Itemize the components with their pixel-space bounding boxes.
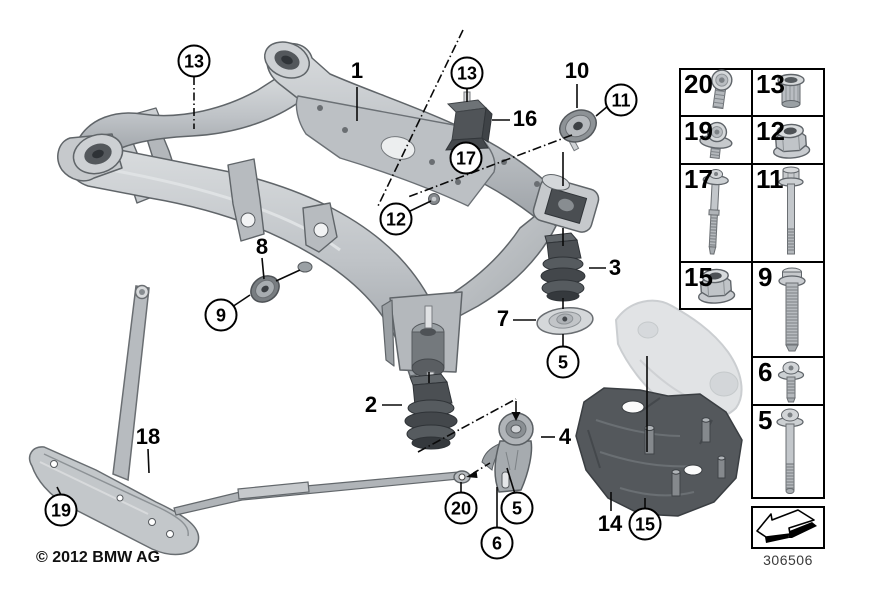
legend-cell-17-label: 17: [684, 164, 713, 194]
callout-5: 5: [500, 491, 534, 525]
bracket-4: [481, 412, 534, 493]
washer-bolt-short-icon: [777, 361, 805, 403]
rear-right-mount: [532, 174, 600, 233]
hex-bolt-long-icon: [778, 166, 804, 255]
callout-1: 1: [350, 58, 364, 83]
rivet-nut-icon: [777, 73, 805, 108]
legend-cell-13-label: 13: [756, 69, 785, 99]
torx-screw-washer-icon: [699, 121, 733, 159]
rear-left-mount: [263, 41, 311, 79]
frame-bracket-holes: [227, 158, 338, 253]
callout-6: 6: [480, 526, 514, 560]
callout-13: 13: [450, 56, 484, 90]
washer-bolt-long-icon: [776, 408, 804, 494]
bushing-8: [250, 275, 280, 303]
legend-cell-19-label: 19: [684, 116, 713, 146]
bellows-mount-3: [540, 232, 586, 302]
copyright-text: © 2012 BMW AG: [36, 549, 161, 566]
callout-14: 14: [597, 511, 623, 536]
callout-8: 8: [255, 234, 269, 259]
callout-12: 12: [379, 202, 413, 236]
leader-lines: [56, 29, 648, 528]
legend-cell-5-label: 5: [758, 405, 773, 435]
callout-11: 11: [604, 83, 638, 117]
flange-bolt-threaded-icon: [778, 267, 806, 352]
callout-10: 10: [564, 58, 590, 83]
callout-15: 15: [628, 507, 662, 541]
callout-19: 19: [44, 493, 78, 527]
callout-13: 13: [177, 44, 211, 78]
arrow-left-icon: [756, 509, 817, 543]
torx-screw-short-icon: [711, 69, 733, 110]
legend-cell-15-label: 15: [684, 262, 713, 292]
front-left-mount: [57, 133, 124, 182]
callout-18: 18: [135, 424, 161, 449]
callout-17: 17: [449, 141, 483, 175]
bellows-mount-2: [404, 371, 458, 450]
document-number: 306506: [763, 552, 813, 568]
legend-cell-12-label: 12: [756, 116, 785, 146]
arrowhead: [511, 412, 521, 421]
brace-assembly: [28, 284, 471, 556]
callout-2: 2: [364, 392, 378, 417]
callout-16: 16: [512, 106, 538, 131]
rear-axle-carrier-1: [57, 41, 600, 378]
legend-cell-20-label: 20: [684, 69, 713, 99]
trailing-arm-ghost: [614, 299, 743, 420]
legend-cell-9-label: 9: [758, 262, 773, 292]
washer-7: [536, 306, 594, 336]
callout-20: 20: [444, 491, 478, 525]
callout-9: 9: [204, 298, 238, 332]
flange-nut-icon: [772, 123, 811, 159]
underbody-shield-14: [575, 387, 743, 517]
diagonal-strut-18: [112, 285, 150, 482]
front-right-mount: [381, 291, 463, 378]
brace-rod: [173, 471, 460, 516]
shoulder-stud-bolt-icon: [702, 169, 729, 255]
legend-cell-11-label: 11: [756, 164, 784, 194]
callout-4: 4: [558, 424, 572, 449]
legend-cell-6-label: 6: [758, 357, 773, 387]
callout-3: 3: [608, 255, 622, 280]
bushing-10: [559, 109, 597, 152]
callout-5: 5: [546, 345, 580, 379]
arrowhead: [466, 470, 478, 478]
callout-7: 7: [496, 306, 510, 331]
